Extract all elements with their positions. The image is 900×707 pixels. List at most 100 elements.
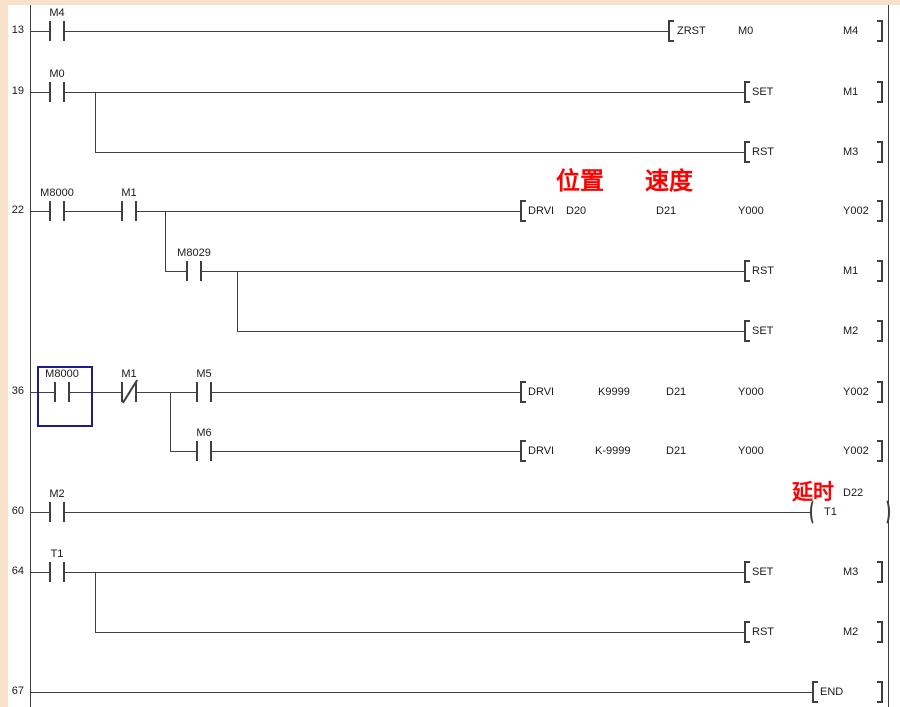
instruction-open-bracket bbox=[744, 81, 750, 103]
instr-zrst-arg1[interactable]: M0 bbox=[738, 25, 754, 37]
wire-horizontal bbox=[170, 451, 520, 452]
wire-vertical bbox=[95, 572, 96, 632]
normally-closed-slash bbox=[121, 379, 139, 404]
instruction-open-bracket bbox=[520, 381, 526, 403]
instruction-open-bracket bbox=[744, 260, 750, 282]
instruction-open-bracket bbox=[520, 440, 526, 462]
annotation-position: 位置 bbox=[556, 168, 604, 195]
step-number: 36 bbox=[11, 385, 24, 397]
instr-set-m3-op[interactable]: SET bbox=[752, 566, 774, 578]
instr-set-m2-arg1[interactable]: M2 bbox=[843, 325, 859, 337]
instruction-close-bracket bbox=[877, 440, 883, 462]
wire-horizontal bbox=[30, 692, 812, 693]
instr-drvi3-arg2[interactable]: D21 bbox=[666, 445, 687, 457]
instr-zrst-arg2[interactable]: M4 bbox=[843, 25, 859, 37]
instruction-close-bracket bbox=[877, 381, 883, 403]
contact-label: T1 bbox=[50, 548, 64, 560]
contact-label: M2 bbox=[49, 488, 65, 500]
instruction-close-bracket bbox=[877, 141, 883, 163]
instr-rst-m3-op[interactable]: RST bbox=[752, 146, 774, 158]
instr-drvi1-op[interactable]: DRVI bbox=[528, 205, 555, 217]
contact-m4[interactable]: M4 bbox=[49, 7, 65, 41]
contact-label: M0 bbox=[49, 68, 65, 80]
instruction-close-bracket bbox=[877, 20, 883, 42]
contact-label: M1 bbox=[121, 187, 137, 199]
wire-vertical bbox=[95, 92, 96, 152]
step-number: 60 bbox=[11, 505, 24, 517]
contact-m1-nc[interactable]: M1 bbox=[121, 368, 139, 404]
contact-m8029[interactable]: M8029 bbox=[177, 247, 211, 281]
instruction-close-bracket bbox=[877, 561, 883, 583]
instr-drvi1-arg1[interactable]: D20 bbox=[566, 205, 587, 217]
instr-zrst-op[interactable]: ZRST bbox=[677, 25, 706, 37]
instr-drvi1-arg2[interactable]: D21 bbox=[656, 205, 677, 217]
instruction-open-bracket bbox=[668, 20, 674, 42]
contact-label: M5 bbox=[196, 368, 212, 380]
contact-label: M4 bbox=[49, 7, 65, 19]
instr-rst-m1-op[interactable]: RST bbox=[752, 265, 774, 277]
instr-drvi2-arg1[interactable]: K9999 bbox=[598, 386, 630, 398]
instr-rst-m1-arg1[interactable]: M1 bbox=[843, 265, 859, 277]
contact-m0[interactable]: M0 bbox=[49, 68, 65, 102]
instruction-close-bracket bbox=[877, 260, 883, 282]
instr-rst-m2-op[interactable]: RST bbox=[752, 626, 774, 638]
instruction-open-bracket bbox=[744, 561, 750, 583]
wire-vertical bbox=[165, 211, 166, 271]
contact-m5[interactable]: M5 bbox=[196, 368, 212, 402]
instr-set-m2-op[interactable]: SET bbox=[752, 325, 774, 337]
contact-t1[interactable]: T1 bbox=[49, 548, 65, 582]
contact-m8000[interactable]: M8000 bbox=[45, 368, 79, 402]
instruction-close-bracket bbox=[877, 681, 883, 703]
wire-horizontal bbox=[237, 331, 744, 332]
instruction-open-bracket bbox=[744, 320, 750, 342]
instr-drvi1-arg4[interactable]: Y002 bbox=[843, 205, 869, 217]
timer-coil-open-paren bbox=[810, 498, 820, 526]
right-power-rail bbox=[888, 5, 889, 707]
instruction-close-bracket bbox=[877, 200, 883, 222]
instr-drvi2-op[interactable]: DRVI bbox=[528, 386, 555, 398]
instr-rst-m2-arg1[interactable]: M2 bbox=[843, 626, 859, 638]
instr-drvi3-arg4[interactable]: Y002 bbox=[843, 445, 869, 457]
instruction-close-bracket bbox=[877, 320, 883, 342]
wire-horizontal bbox=[95, 152, 744, 153]
instr-drvi3-arg3[interactable]: Y000 bbox=[738, 445, 764, 457]
instr-drvi3-op[interactable]: DRVI bbox=[528, 445, 555, 457]
step-number: 64 bbox=[11, 565, 24, 577]
instr-drvi1-arg3[interactable]: Y000 bbox=[738, 205, 764, 217]
instruction-close-bracket bbox=[877, 621, 883, 643]
annotation-speed: 速度 bbox=[645, 168, 693, 195]
wire-vertical bbox=[170, 392, 171, 451]
instr-drvi2-arg3[interactable]: Y000 bbox=[738, 386, 764, 398]
timer-coil-close-paren bbox=[880, 498, 890, 526]
instr-end-op[interactable]: END bbox=[820, 686, 844, 698]
instruction-open-bracket bbox=[744, 141, 750, 163]
instr-drvi2-arg4[interactable]: Y002 bbox=[843, 386, 869, 398]
wire-horizontal bbox=[30, 31, 668, 32]
instr-set-m1-arg1[interactable]: M1 bbox=[843, 86, 859, 98]
instruction-open-bracket bbox=[744, 621, 750, 643]
contact-label: M6 bbox=[196, 427, 212, 439]
contact-m6[interactable]: M6 bbox=[196, 427, 212, 461]
window-frame-left bbox=[0, 0, 8, 707]
contact-m1[interactable]: M1 bbox=[121, 187, 137, 221]
instr-drvi2-arg2[interactable]: D21 bbox=[666, 386, 687, 398]
timer-coil-label[interactable]: T1 bbox=[824, 506, 837, 518]
wire-horizontal bbox=[30, 512, 812, 513]
contact-m8000[interactable]: M8000 bbox=[40, 187, 74, 221]
contact-label: M8029 bbox=[177, 247, 211, 259]
step-number: 22 bbox=[11, 204, 24, 216]
timer-preset[interactable]: D22 bbox=[843, 487, 864, 499]
selection-cursor[interactable] bbox=[37, 366, 93, 427]
instr-set-m3-arg1[interactable]: M3 bbox=[843, 566, 859, 578]
contact-label: M8000 bbox=[45, 368, 79, 380]
wire-horizontal bbox=[95, 632, 744, 633]
wire-vertical bbox=[237, 271, 238, 331]
instr-rst-m3-arg1[interactable]: M3 bbox=[843, 146, 859, 158]
contact-m2[interactable]: M2 bbox=[49, 488, 65, 522]
wire-horizontal bbox=[30, 572, 744, 573]
annotation-delay: 延时 bbox=[792, 481, 834, 504]
instr-drvi3-arg1[interactable]: K-9999 bbox=[595, 445, 631, 457]
instr-set-m1-op[interactable]: SET bbox=[752, 86, 774, 98]
instruction-close-bracket bbox=[877, 81, 883, 103]
